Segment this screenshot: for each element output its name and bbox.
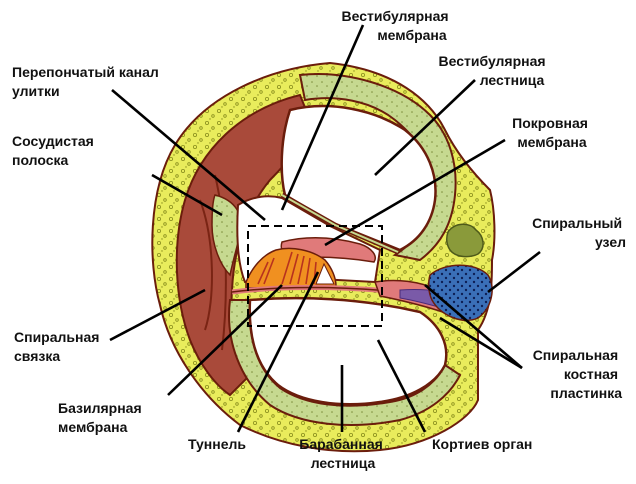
ptr-stria-vascularis — [151, 173, 223, 217]
hair-cells — [257, 251, 317, 285]
label-line: улитки — [12, 83, 60, 99]
ptr-basilar-membrane — [167, 284, 283, 396]
spiral-ligament-band — [175, 93, 312, 397]
label-line: Спиральная — [533, 347, 618, 363]
label-line: полоска — [12, 152, 69, 168]
label-spiral-ligament: Спиральная связка — [14, 329, 103, 364]
ptr-osseous-lamina-b — [439, 316, 523, 370]
label-line: костная — [564, 366, 618, 382]
ptr-tunnel — [236, 271, 320, 433]
label-spiral-ganglion: Спиральный узел — [532, 215, 626, 250]
spiral-ganglion — [427, 264, 493, 321]
label-basilar-membrane: Базилярная мембрана — [58, 400, 146, 435]
ptr-spiral-ligament — [109, 288, 206, 342]
label-line: лестница — [311, 455, 376, 471]
ptr-organ-of-corti — [376, 339, 427, 433]
label-osseous-spiral-lamina: Спиральная костная пластинка — [533, 347, 623, 401]
label-scala-tympani: Барабанная лестница — [299, 436, 386, 471]
ptr-vestibular-membrane — [280, 24, 365, 211]
ptr-tectorial-membrane — [324, 138, 506, 247]
label-vestibular-membrane: Вестибулярная мембрана — [342, 8, 453, 43]
vestibular-membrane-inner — [281, 194, 399, 253]
ptr-spiral-ganglion — [487, 250, 541, 294]
label-tunnel: Туннель — [188, 436, 246, 452]
label-organ-of-corti: Кортиев орган — [432, 436, 532, 452]
label-line: связка — [14, 348, 60, 364]
tunnel-space — [315, 262, 335, 285]
label-stria-vascularis: Сосудистая полоска — [12, 133, 98, 168]
label-line: Спиральный — [532, 215, 622, 231]
label-line: Кортиев орган — [432, 436, 532, 452]
label-line: Туннель — [188, 436, 246, 452]
ptr-scala-vestibuli — [374, 79, 476, 176]
leader-lines — [109, 24, 541, 433]
label-line: Сосудистая — [12, 133, 94, 149]
label-line: лестница — [480, 72, 545, 88]
label-line: Вестибулярная — [342, 8, 449, 24]
inset-rectangle — [247, 225, 383, 327]
label-line: Перепончатый канал — [12, 64, 159, 80]
label-line: Спиральная — [14, 329, 99, 345]
scala-vestibuli-wall — [298, 73, 457, 262]
label-membranous-canal: Перепончатый канал улитки — [12, 64, 163, 99]
label-line: пластинка — [550, 385, 622, 401]
label-scala-vestibuli: Вестибулярная лестница — [439, 53, 550, 88]
label-line: Базилярная — [58, 400, 142, 416]
ptr-membranous-canal — [111, 89, 266, 221]
label-line: узел — [595, 234, 626, 250]
label-line: Барабанная — [299, 436, 383, 452]
label-tectorial-membrane: Покровная мембрана — [512, 115, 592, 150]
label-line: Вестибулярная — [439, 53, 546, 69]
label-line: мембрана — [58, 419, 128, 435]
ptr-osseous-lamina-a — [424, 284, 523, 369]
label-line: Покровная — [512, 115, 588, 131]
label-line: мембрана — [517, 134, 587, 150]
ganglion-olive-blob — [445, 223, 484, 258]
label-line: мембрана — [377, 27, 447, 43]
